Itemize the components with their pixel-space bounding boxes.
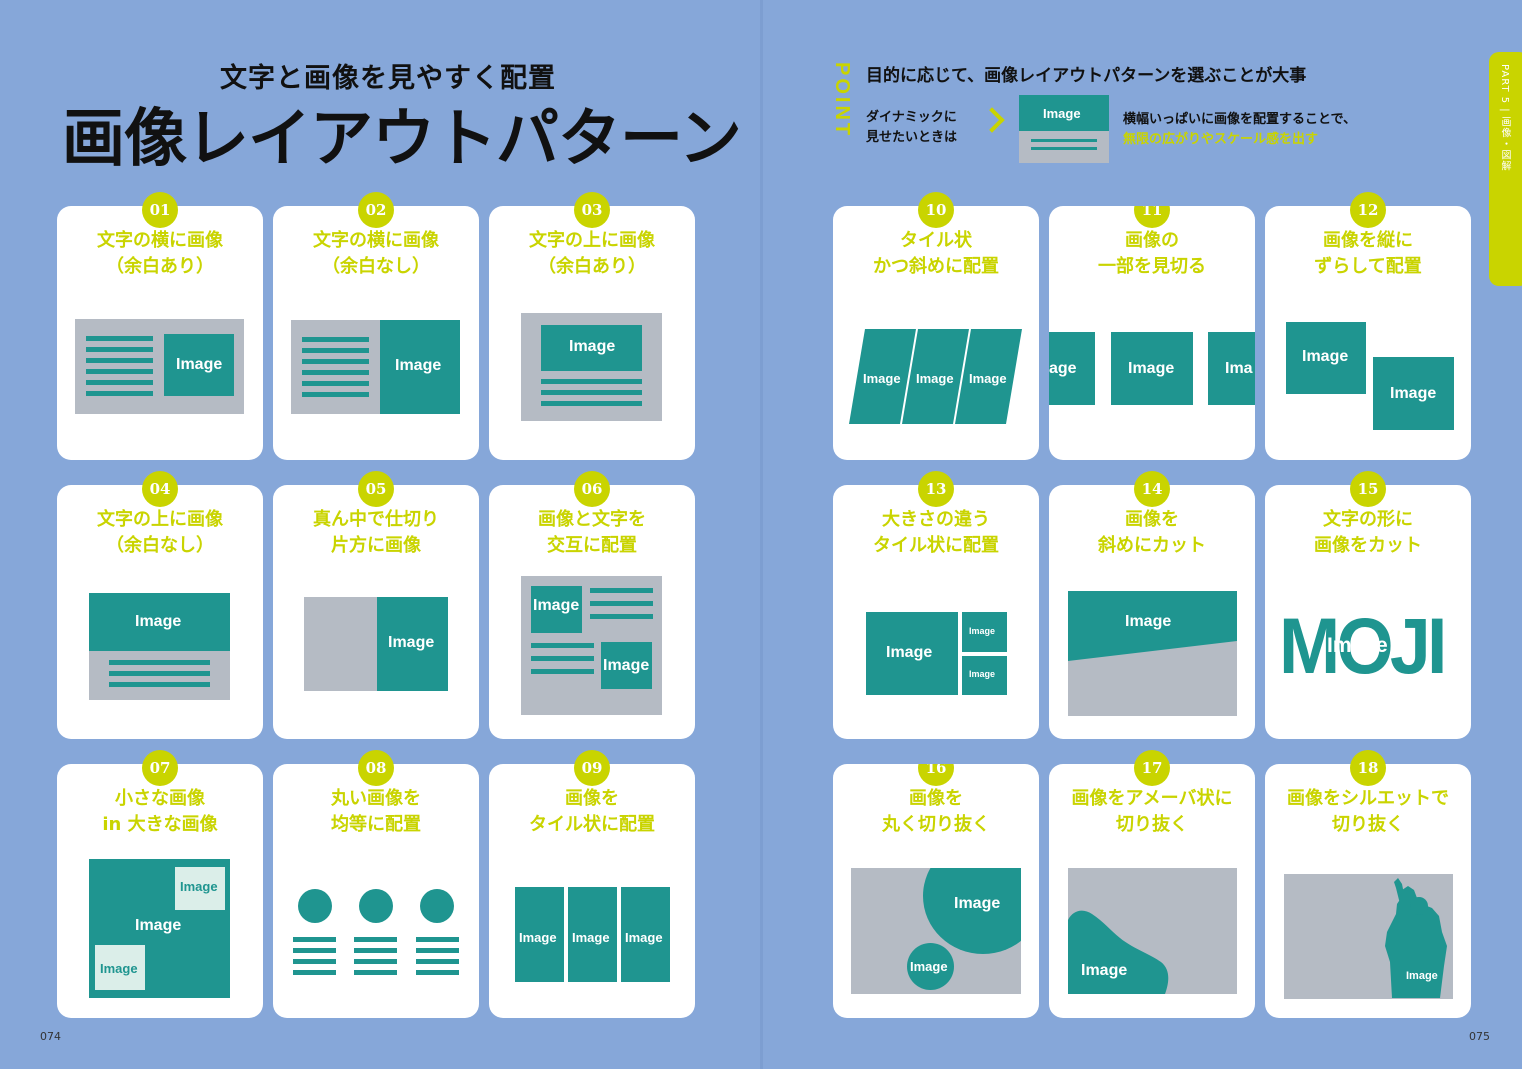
- point-headline: 目的に応じて、画像レイアウトパターンを選ぶことが大事: [866, 66, 1307, 86]
- pattern-figure: Image: [89, 593, 230, 700]
- pattern-number: 05: [358, 471, 394, 507]
- pattern-title: 文字の上に画像 （余白なし）: [97, 509, 223, 556]
- pattern-card-10: 10 タイル状 かつ斜めに配置 Image Image Image: [833, 192, 1039, 460]
- pattern-number: 14: [1134, 471, 1170, 507]
- pattern-number: 06: [574, 471, 610, 507]
- pattern-card-07: 07 小さな画像 in 大きな画像 Image Image Image: [57, 750, 263, 1018]
- pattern-number: 10: [918, 192, 954, 228]
- pattern-card-08: 08 丸い画像を 均等に配置: [273, 750, 479, 1018]
- pattern-figure: Image: [1068, 591, 1237, 716]
- pattern-number: 09: [574, 750, 610, 786]
- pattern-title: 画像と文字を 交互に配置: [538, 509, 646, 556]
- pattern-figure: Image: [304, 597, 448, 691]
- pattern-card-18: 18 画像をシルエットで 切り抜く Image: [1265, 750, 1471, 1018]
- pattern-card-06: 06 画像と文字を 交互に配置 Image Image: [489, 471, 695, 739]
- pattern-card-03: 03 文字の上に画像 （余白あり） Image: [489, 192, 695, 460]
- pattern-card-15: 15 文字の形に 画像をカット MOJI Image: [1265, 471, 1471, 739]
- spread-gutter: [760, 0, 763, 1069]
- pattern-number: 04: [142, 471, 178, 507]
- pattern-figure: Image Image: [1286, 322, 1454, 430]
- pattern-figure: Image: [75, 319, 244, 414]
- pattern-number: 01: [142, 192, 178, 228]
- pattern-number: 11: [1134, 206, 1170, 228]
- side-tab-text: PART 5 | 画像・図解: [1499, 64, 1510, 172]
- pattern-card-17: 17 画像をアメーバ状に 切り抜く Image: [1049, 750, 1255, 1018]
- pattern-card-11: 11 画像の 一部を見切る age Image Ima: [1049, 206, 1255, 460]
- pattern-title: 画像をシルエットで 切り抜く: [1287, 788, 1449, 835]
- pattern-title: 画像を 丸く切り抜く: [882, 788, 990, 835]
- point-answer-line1: 横幅いっぱいに画像を配置することで、: [1123, 112, 1357, 127]
- pattern-figure: Image: [1284, 874, 1453, 999]
- pattern-figure: Image Image: [521, 576, 662, 715]
- pattern-title: 画像の 一部を見切る: [1098, 230, 1206, 277]
- pattern-title: 画像を タイル状に配置: [529, 788, 655, 835]
- pattern-card-14: 14 画像を 斜めにカット Image: [1049, 471, 1255, 739]
- pattern-figure: Image Image: [851, 868, 1021, 994]
- page-number-right: 075: [1469, 1030, 1490, 1043]
- pattern-title: 文字の上に画像 （余白あり）: [529, 230, 655, 277]
- pattern-figure: age Image Ima: [1049, 332, 1255, 405]
- pattern-number: 08: [358, 750, 394, 786]
- point-example-figure: Image: [1019, 95, 1109, 163]
- pattern-number: 15: [1350, 471, 1386, 507]
- pattern-number: 16: [918, 764, 954, 786]
- pattern-card-04: 04 文字の上に画像 （余白なし） Image: [57, 471, 263, 739]
- pattern-figure: MOJI Image: [1279, 601, 1447, 690]
- pattern-figure: Image Image Image: [89, 859, 230, 998]
- pattern-title: 文字の横に画像 （余白あり）: [97, 230, 223, 277]
- pattern-card-05: 05 真ん中で仕切り 片方に画像 Image: [273, 471, 479, 739]
- pattern-number: 07: [142, 750, 178, 786]
- pattern-number: 03: [574, 192, 610, 228]
- page-subtitle: 文字と画像を見やすく配置: [220, 63, 556, 94]
- pattern-number: 18: [1350, 750, 1386, 786]
- pattern-figure: Image Image Image: [515, 887, 670, 982]
- pattern-title: 文字の横に画像 （余白なし）: [313, 230, 439, 277]
- pattern-title: 小さな画像 in 大きな画像: [102, 788, 218, 835]
- pattern-number: 17: [1134, 750, 1170, 786]
- pattern-title: 画像をアメーバ状に 切り抜く: [1071, 788, 1233, 835]
- pattern-card-02: 02 文字の横に画像 （余白なし） Image: [273, 192, 479, 460]
- pattern-figure: Image: [521, 313, 662, 421]
- pattern-card-12: 12 画像を縦に ずらして配置 Image Image: [1265, 192, 1471, 460]
- pattern-card-09: 09 画像を タイル状に配置 Image Image Image: [489, 750, 695, 1018]
- point-label: POINT: [831, 62, 853, 139]
- pattern-figure: Image: [291, 320, 460, 414]
- page-number-left: 074: [40, 1030, 61, 1043]
- pattern-title: 画像を 斜めにカット: [1098, 509, 1206, 556]
- pattern-figure: Image Image Image: [849, 329, 1023, 424]
- pattern-figure: Image Image Image: [866, 612, 1007, 695]
- point-question: ダイナミックに 見せたいときは: [866, 110, 958, 145]
- pattern-title: タイル状 かつ斜めに配置: [873, 230, 999, 277]
- pattern-figure: [293, 889, 463, 984]
- page-title: 画像レイアウトパターン: [62, 102, 742, 175]
- side-tab: [1489, 52, 1522, 286]
- pattern-figure: Image: [1068, 868, 1237, 994]
- pattern-card-13: 13 大きさの違う タイル状に配置 Image Image Image: [833, 471, 1039, 739]
- pattern-card-16: 16 画像を 丸く切り抜く Image Image: [833, 764, 1039, 1018]
- pattern-title: 画像を縦に ずらして配置: [1314, 230, 1422, 277]
- pattern-title: 大きさの違う タイル状に配置: [873, 509, 999, 556]
- pattern-title: 文字の形に 画像をカット: [1314, 509, 1422, 556]
- point-answer-line2: 無限の広がりやスケール感を出す: [1123, 132, 1319, 147]
- pattern-title: 丸い画像を 均等に配置: [331, 788, 421, 835]
- pattern-title: 真ん中で仕切り 片方に画像: [313, 509, 439, 556]
- pattern-number: 13: [918, 471, 954, 507]
- pattern-number: 02: [358, 192, 394, 228]
- pattern-number: 12: [1350, 192, 1386, 228]
- pattern-card-01: 01 文字の横に画像 （余白あり） Image: [57, 192, 263, 460]
- point-example-image-label: Image: [1043, 106, 1081, 121]
